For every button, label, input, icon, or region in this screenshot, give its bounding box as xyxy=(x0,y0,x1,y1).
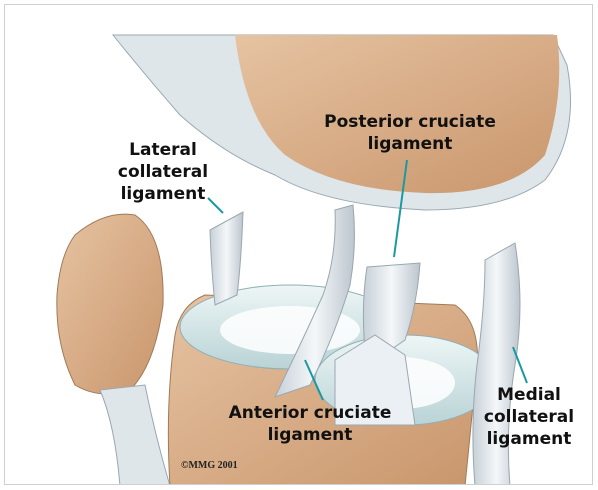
label-medial-collateral-ligament: Medial collateral ligament xyxy=(479,384,579,450)
copyright-text: ©MMG 2001 xyxy=(181,460,238,471)
fibula-bone xyxy=(57,214,170,485)
label-anterior-cruciate-ligament: Anterior cruciate ligament xyxy=(210,402,410,446)
label-posterior-cruciate-ligament: Posterior cruciate ligament xyxy=(310,111,510,155)
knee-anatomy-figure: Lateral collateral ligament Posterior cr… xyxy=(4,4,593,485)
label-lateral-collateral-ligament: Lateral collateral ligament xyxy=(109,139,217,205)
